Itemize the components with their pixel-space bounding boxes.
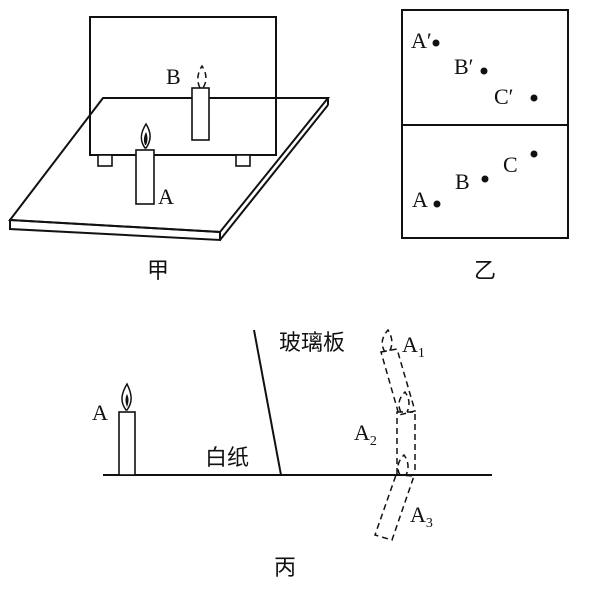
glass-plate-line xyxy=(253,329,282,476)
candle-a-side xyxy=(118,411,136,476)
panel-yi: A′ B′ C′ A B C 乙 xyxy=(401,9,569,284)
image-a3-label: A3 xyxy=(410,502,433,531)
point-c-prime-label: C′ xyxy=(494,84,514,109)
image-a2 xyxy=(396,411,416,476)
candle-b xyxy=(191,87,210,141)
image-a1 xyxy=(380,348,416,416)
glass-plate-label: 玻璃板 xyxy=(279,331,345,356)
base-board-front-edge xyxy=(9,218,221,242)
candle-a-side-label: A xyxy=(92,400,108,425)
glass-foot-right xyxy=(235,154,251,167)
point-a-prime-label: A′ xyxy=(411,28,432,53)
caption-jia: 甲 xyxy=(147,259,169,284)
point-a-label: A xyxy=(412,187,428,212)
point-c xyxy=(530,150,538,158)
glass-plate xyxy=(89,16,277,156)
candle-a xyxy=(135,149,155,205)
point-c-prime xyxy=(530,94,538,102)
candle-b-label: B xyxy=(166,64,181,89)
point-b-prime-label: B′ xyxy=(454,54,474,79)
image-a3 xyxy=(374,474,416,541)
candle-b-flame xyxy=(197,64,207,89)
point-a-prime xyxy=(432,39,440,47)
candle-a-label: A xyxy=(158,184,174,209)
caption-bing: 丙 xyxy=(274,556,296,581)
glass-foot-left xyxy=(97,154,113,167)
point-b-label: B xyxy=(455,169,470,194)
panel-bing: 玻璃板 白纸 A A1 A2 A3 丙 xyxy=(92,328,492,581)
image-a2-label: A2 xyxy=(354,420,377,449)
point-b xyxy=(481,175,489,183)
panel-jia: B A 甲 xyxy=(8,16,331,284)
white-paper-label: 白纸 xyxy=(205,446,249,471)
point-b-prime xyxy=(480,67,488,75)
point-c-label: C xyxy=(503,152,518,177)
point-a xyxy=(433,200,441,208)
caption-yi: 乙 xyxy=(474,259,496,284)
base-board-right-edge xyxy=(219,104,329,241)
image-a1-label: A1 xyxy=(402,332,425,361)
